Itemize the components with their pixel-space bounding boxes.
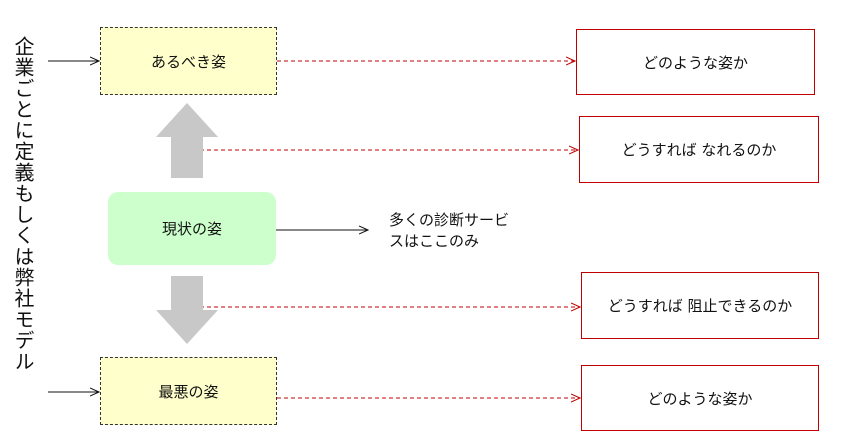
question-how-become-label: どうすれば なれるのか	[621, 141, 777, 159]
question-box-worst-what: どのような姿か	[581, 365, 819, 431]
current-state-label: 現状の姿	[161, 220, 222, 238]
block-arrow-down	[156, 276, 218, 344]
block-arrow-up	[156, 103, 218, 178]
worst-state-label: 最悪の姿	[158, 382, 219, 401]
worst-state-box: 最悪の姿	[100, 357, 277, 425]
side-label: 企業ごとに定義もしくは弊社モデル	[11, 36, 35, 372]
question-ideal-what-label: どのような姿か	[642, 53, 748, 72]
question-worst-what-label: どのような姿か	[647, 389, 753, 408]
ideal-state-label: あるべき姿	[150, 52, 226, 71]
note-line-1: 多くの診断サービ	[389, 211, 510, 229]
question-box-how-prevent: どうすれば 阻止できるのか	[581, 272, 819, 339]
current-state-box: 現状の姿	[108, 192, 276, 265]
question-box-ideal-what: どのような姿か	[576, 29, 815, 95]
note-text: 多くの診断サービ スはここのみ	[389, 210, 509, 252]
ideal-state-box: あるべき姿	[100, 27, 277, 95]
note-line-2: スはここのみ	[389, 232, 480, 250]
question-how-prevent-label: どうすれば 阻止できるのか	[607, 297, 793, 315]
question-box-how-become: どうすれば なれるのか	[579, 116, 819, 183]
